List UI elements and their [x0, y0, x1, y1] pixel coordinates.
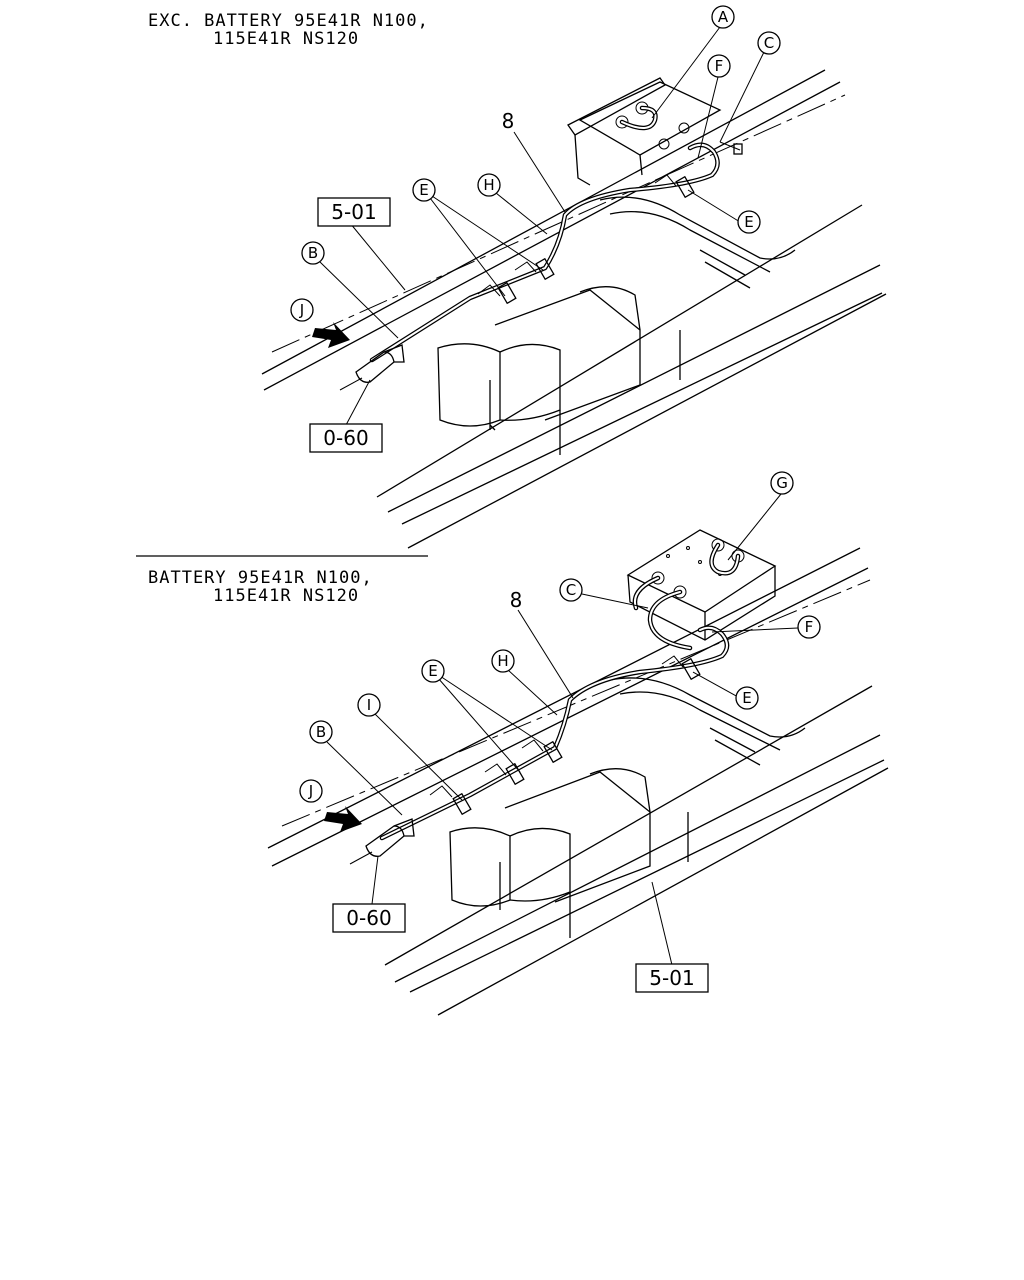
upper-ref-tank-box: 0-60 — [309, 423, 383, 453]
lower-frame-rails — [267, 547, 889, 1016]
lower-callout-e-right-label: E — [742, 689, 751, 707]
lower-callout-j-label: J — [308, 782, 313, 800]
upper-part-number: 8 — [502, 109, 515, 133]
lower-callout-j: J — [299, 779, 323, 803]
upper-callout-c: C — [757, 31, 781, 55]
lower-callout-g-label: G — [776, 474, 788, 492]
upper-ref-frame: 5-01 — [331, 200, 376, 224]
lower-heading-line2: 115E41R NS120 — [213, 586, 359, 606]
upper-callout-j: J — [290, 298, 314, 322]
lower-ref-frame: 5-01 — [649, 966, 694, 990]
lower-callout-f: F — [797, 615, 821, 639]
upper-heading-line2: 115E41R NS120 — [213, 29, 359, 49]
lower-callout-i-label: I — [367, 696, 371, 714]
upper-frame-rails — [261, 69, 887, 549]
lower-leaders — [326, 493, 799, 966]
lower-callout-g: G — [770, 471, 794, 495]
lower-cable — [349, 542, 741, 865]
upper-leaders — [319, 26, 765, 426]
upper-callout-h: H — [477, 173, 501, 197]
upper-fuel-tank — [437, 286, 681, 455]
lower-callout-e-left: E — [421, 659, 445, 683]
lower-ref-tank-box: 0-60 — [332, 903, 406, 933]
upper-direction-arrow — [312, 322, 350, 348]
upper-callout-e-left-label: E — [419, 181, 428, 199]
upper-view: EXC. BATTERY 95E41R N100, 115E41R NS120 — [148, 5, 887, 549]
lower-callout-e-left-label: E — [428, 662, 437, 680]
lower-callout-c: C — [559, 578, 583, 602]
upper-callout-b-label: B — [308, 244, 318, 262]
lower-callout-e-right: E — [735, 686, 759, 710]
upper-ref-frame-box: 5-01 — [317, 197, 391, 227]
upper-battery-box — [567, 77, 722, 186]
upper-callout-b: B — [301, 241, 325, 265]
upper-callout-f: F — [707, 54, 731, 78]
lower-callout-f-label: F — [805, 618, 814, 636]
upper-callout-e-right: E — [737, 210, 761, 234]
lower-callout-c-label: C — [566, 581, 576, 599]
upper-ref-tank: 0-60 — [323, 426, 368, 450]
lower-callout-h-label: H — [497, 652, 508, 670]
upper-callout-c-label: C — [764, 34, 774, 52]
lower-callout-b: B — [309, 720, 333, 744]
upper-callout-a: A — [711, 5, 735, 29]
lower-ref-tank: 0-60 — [346, 906, 391, 930]
upper-callout-f-label: F — [715, 57, 724, 75]
upper-callout-j-label: J — [299, 301, 304, 319]
lower-battery — [626, 529, 777, 641]
lower-heading-line1: BATTERY 95E41R N100, — [148, 568, 373, 588]
upper-callout-e-left: E — [412, 178, 436, 202]
lower-part-number: 8 — [510, 588, 523, 612]
lower-view: BATTERY 95E41R N100, 115E41R NS120 — [148, 471, 889, 1016]
lower-fuel-tank — [449, 768, 689, 938]
upper-cable — [339, 105, 743, 391]
lower-direction-arrow — [324, 806, 362, 832]
lower-callout-h: H — [491, 649, 515, 673]
lower-callout-b-label: B — [316, 723, 326, 741]
upper-heading-line1: EXC. BATTERY 95E41R N100, — [148, 11, 429, 31]
upper-callout-e-right-label: E — [744, 213, 753, 231]
upper-callout-a-label: A — [718, 8, 729, 26]
lower-ref-frame-box: 5-01 — [635, 963, 709, 993]
lower-callout-i: I — [357, 693, 381, 717]
upper-callout-h-label: H — [483, 176, 494, 194]
